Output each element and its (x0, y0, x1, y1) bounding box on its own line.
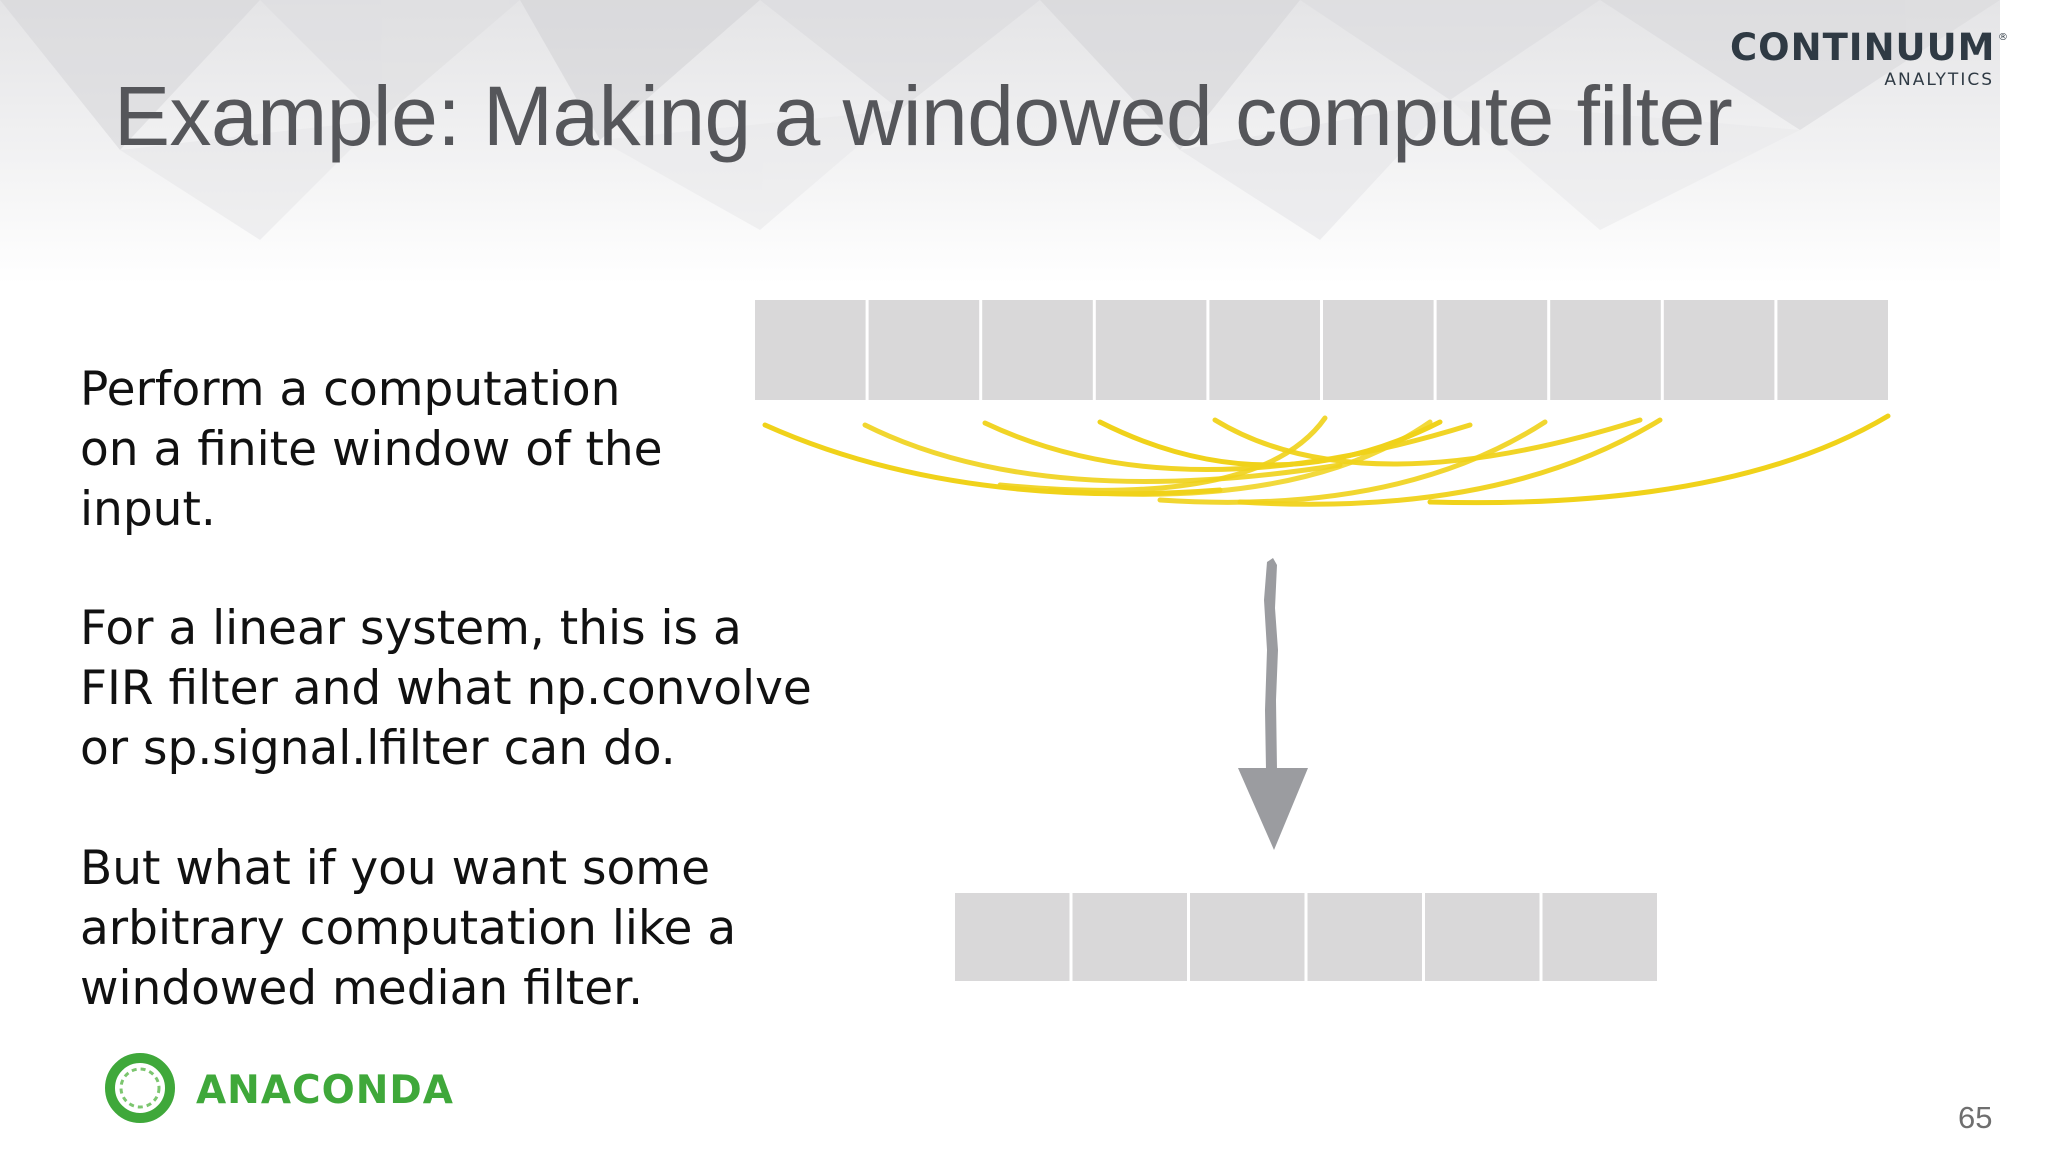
window-arcs (762, 413, 1891, 507)
input-cell (1323, 300, 1434, 400)
output-cell (1072, 893, 1187, 981)
body-paragraph-2: For a linear system, this is a FIR filte… (80, 601, 812, 776)
input-cell (1436, 300, 1548, 400)
input-cell (868, 300, 980, 400)
anaconda-logo: ANACONDA (100, 1046, 460, 1132)
input-cell (1663, 300, 1775, 400)
input-cell (1095, 300, 1207, 400)
continuum-logo-name: CONTINUUM (1730, 26, 1996, 69)
output-cell (1542, 893, 1657, 981)
window-arc (862, 422, 1343, 484)
output-cell (1190, 893, 1305, 981)
page-number: 65 (1958, 1100, 1993, 1135)
output-cell (955, 893, 1070, 981)
anaconda-ring-icon (105, 1053, 175, 1123)
input-array (755, 300, 1888, 400)
output-array (955, 893, 1657, 981)
input-cell (1550, 300, 1661, 400)
body-paragraph-1: Perform a computation on a finite window… (80, 362, 663, 537)
output-cell (1307, 893, 1422, 981)
continuum-logo: CONTINUUM ® ANALYTICS (1730, 26, 2010, 96)
window-arc (1237, 417, 1663, 507)
anaconda-logo-name: ANACONDA (196, 1068, 454, 1113)
window-arc (1157, 419, 1548, 505)
output-cell (1425, 893, 1540, 981)
down-arrow-icon (1238, 558, 1308, 850)
input-cell (1777, 300, 1888, 400)
continuum-logo-subtitle: ANALYTICS (1884, 70, 1994, 90)
body-paragraph-3: But what if you want some arbitrary comp… (80, 841, 737, 1016)
header-background (0, 0, 2000, 285)
input-cell (755, 300, 866, 400)
window-arc (1047, 419, 1433, 497)
windowed-filter-diagram (755, 300, 1891, 981)
slide-title: Example: Making a windowed compute filte… (114, 69, 1733, 163)
input-cell (982, 300, 1093, 400)
window-arc (1427, 413, 1891, 506)
window-arc (1212, 417, 1643, 467)
input-cell (1209, 300, 1320, 400)
continuum-registered-mark: ® (1998, 32, 2008, 43)
